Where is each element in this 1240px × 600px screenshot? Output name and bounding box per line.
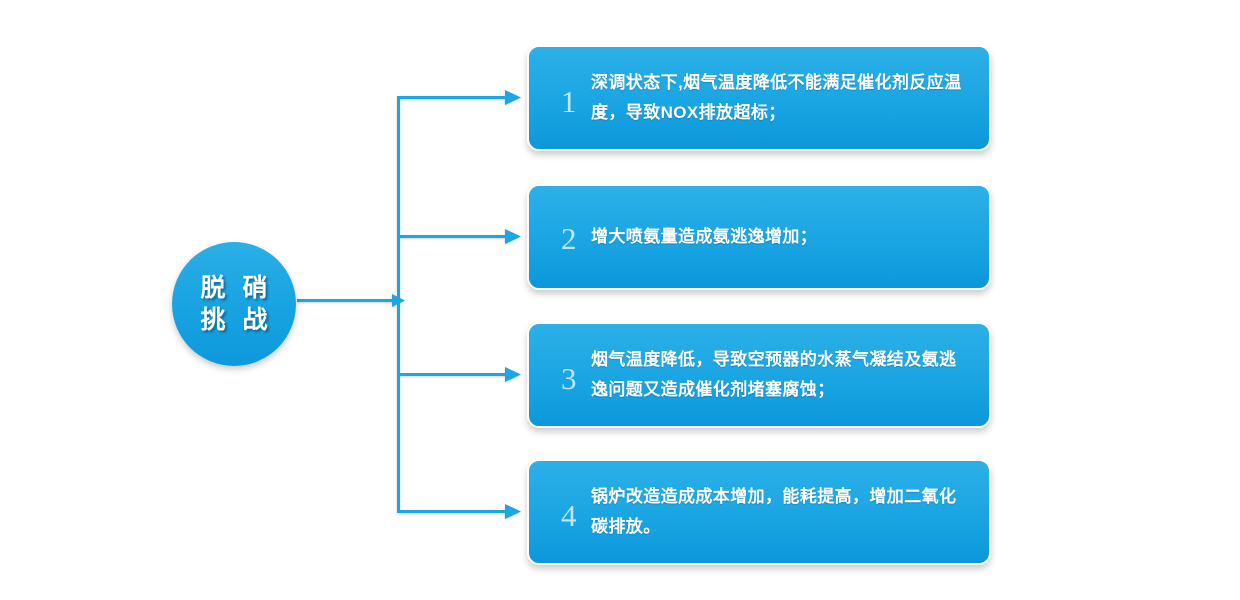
challenge-text-2: 增大喷氨量造成氨逃逸增加； [591, 227, 818, 246]
arrowhead-branch-2 [505, 229, 521, 244]
challenge-text-1: 深调状态下,烟气温度降低不能满足催化剂反应温度，导致NOX排放超标； [591, 73, 962, 122]
hub-label-line-1: 脱 硝 [200, 274, 273, 302]
challenge-item-4: 4 锅炉改造造成成本增加，能耗提高，增加二氧化碳排放。 [527, 459, 991, 565]
challenge-item-1: 1 深调状态下,烟气温度降低不能满足催化剂反应温度，导致NOX排放超标； [527, 45, 991, 151]
challenge-item-3: 3 烟气温度降低，导致空预器的水蒸气凝结及氨逃逸问题又造成催化剂堵塞腐蚀； [527, 322, 991, 428]
hub-label-line-2: 挑 战 [200, 306, 273, 334]
challenge-number-1: 1 [561, 83, 577, 119]
hub-node: 脱 硝 挑 战 [172, 242, 296, 366]
arrowhead-branch-3 [505, 367, 521, 382]
arrowhead-branch-4 [505, 504, 521, 519]
arrowhead-branch-1 [505, 90, 521, 105]
arrowhead-trunk [392, 294, 405, 307]
challenge-text-4: 锅炉改造造成成本增加，能耗提高，增加二氧化碳排放。 [591, 487, 957, 536]
challenge-number-4: 4 [561, 497, 577, 533]
challenge-item-2: 2 增大喷氨量造成氨逃逸增加； [527, 184, 991, 290]
challenge-number-2: 2 [561, 220, 577, 256]
challenge-text-3: 烟气温度降低，导致空预器的水蒸气凝结及氨逃逸问题又造成催化剂堵塞腐蚀； [591, 350, 957, 399]
challenge-number-3: 3 [561, 360, 577, 396]
